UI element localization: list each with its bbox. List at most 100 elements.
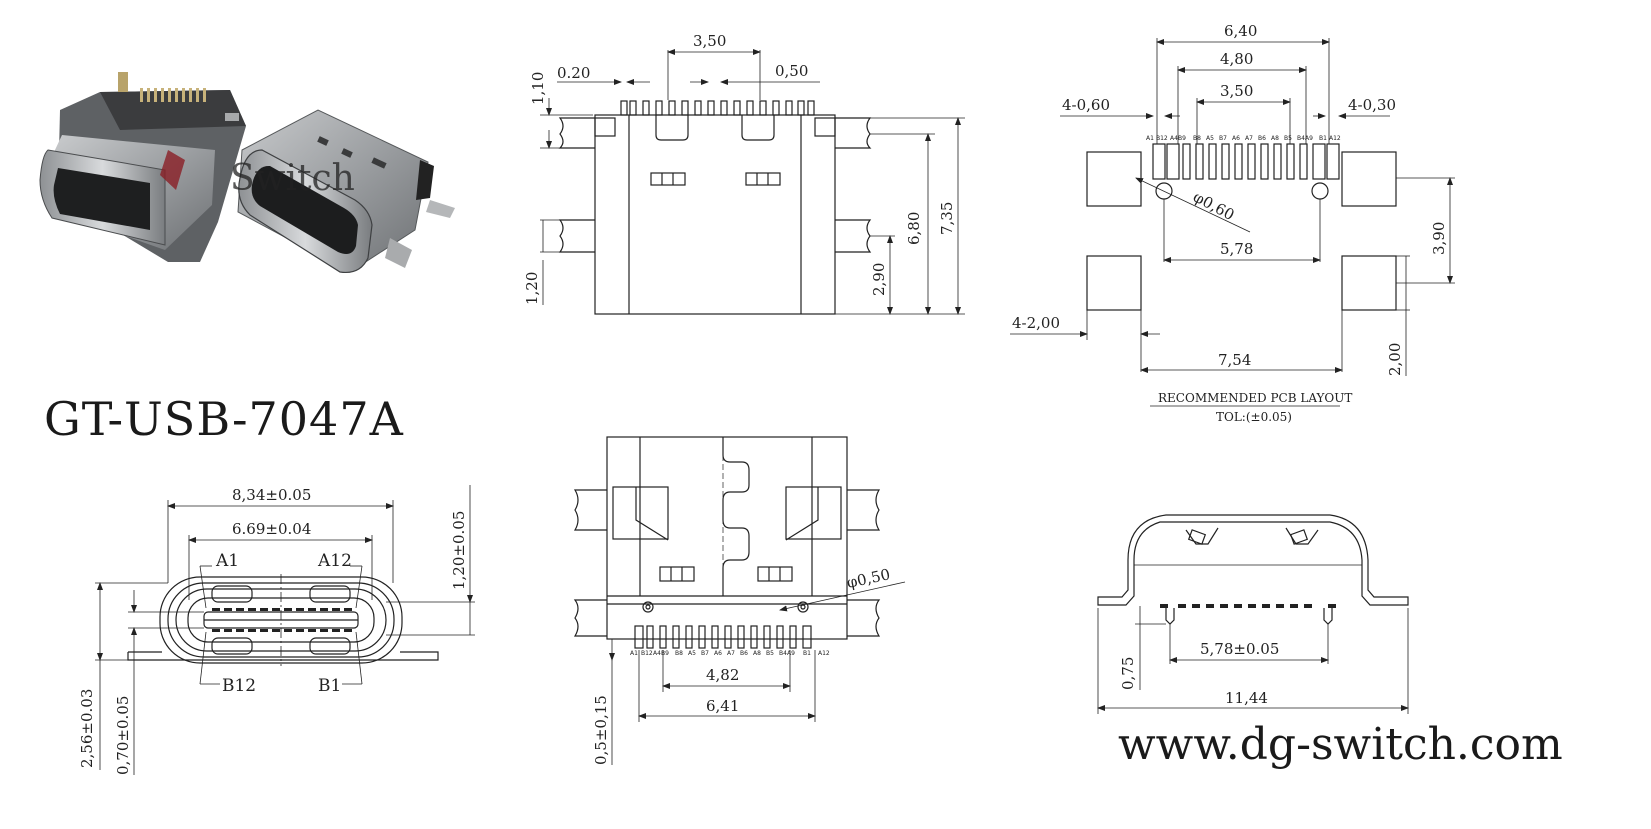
bottom-view — [573, 436, 906, 765]
bottom-pin-label: A8 — [753, 650, 761, 657]
bottom-dim-pin-span-inner: 4,82 — [706, 666, 739, 684]
pcb-dim-hole-dia: φ0,60 — [1190, 188, 1237, 225]
pcb-dim-pad-large: 4-2,00 — [1012, 314, 1060, 332]
photo-watermark: Switch — [230, 158, 355, 199]
pcb-pad-tl — [1086, 151, 1142, 207]
bottom-pin-label: A5 — [688, 650, 696, 657]
bottom-pin-label: A4 — [653, 650, 661, 657]
dim-pin-width: 0.20 — [557, 64, 590, 82]
dim-height-total: 7,35 — [938, 202, 956, 235]
pcb-pin-label: A9 — [1305, 135, 1313, 142]
pcb-pin-label: B12 — [1156, 135, 1168, 142]
dim-tab-top: 1,10 — [529, 72, 547, 105]
bottom-dim-hole: φ0,50 — [845, 565, 892, 592]
top-view-labels: 3,50 0.20 0,50 1,10 1,20 6,80 7,35 2,90 — [523, 32, 956, 305]
dim-height-inner: 6,80 — [905, 212, 923, 245]
front-dim-total-height: 2,56±0.03 — [78, 689, 96, 768]
front-label-a1: A1 — [215, 551, 239, 571]
side-shell — [1097, 514, 1409, 606]
bottom-pin-label: B1 — [803, 650, 811, 657]
pcb-dim-pad-right: 4-0,30 — [1348, 96, 1396, 114]
pcb-pin-label: B6 — [1258, 135, 1266, 142]
pcb-dim-hole-span: 5,78 — [1220, 240, 1253, 258]
dim-pitch: 0,50 — [775, 62, 808, 80]
front-view-labels: 8,34±0.05 6.69±0.04 1,20±0.05 2,56±0.03 … — [78, 486, 468, 775]
pcb-dim-pad-pitch-v: 3,90 — [1430, 222, 1448, 255]
dim-tab-lower: 1,20 — [523, 272, 541, 305]
dim-pitch-group: 3,50 — [693, 32, 726, 50]
bottom-pin-label: B6 — [740, 650, 748, 657]
product-photo: Switch — [39, 72, 455, 274]
pcb-tolerance: TOL:(±0.05) — [1216, 410, 1292, 424]
bottom-pin-label: A6 — [714, 650, 722, 657]
bottom-pin-label: B5 — [766, 650, 774, 657]
pcb-pad-br — [1341, 255, 1397, 311]
pcb-title: RECOMMENDED PCB LAYOUT — [1158, 391, 1352, 405]
top-view-pins — [620, 100, 815, 116]
bottom-view-pins — [634, 625, 812, 649]
pcb-pin-label: B1 — [1319, 135, 1327, 142]
side-pins — [1160, 604, 1336, 608]
front-label-b12: B12 — [222, 676, 256, 696]
pcb-dim-inner-width: 4,80 — [1220, 50, 1253, 68]
bottom-pin-label: B7 — [701, 650, 709, 657]
dim-lower-tab: 2,90 — [870, 263, 888, 296]
front-label-b1: B1 — [318, 676, 341, 696]
side-dim-height: 0,75 — [1119, 657, 1137, 690]
pcb-signal-pads — [1152, 143, 1340, 180]
bottom-dim-standoff: 0,5±0,15 — [592, 695, 610, 765]
side-view — [1097, 514, 1409, 714]
bottom-view-body — [606, 436, 848, 640]
pcb-pin-labels: A1 B12 A4 B9 B8 A5 B7 A6 A7 B6 A8 B5 B4 … — [1146, 135, 1341, 142]
pcb-dim-pad-span: 7,54 — [1218, 351, 1251, 369]
pcb-pin-label: B7 — [1219, 135, 1227, 142]
front-dim-inner-width: 6.69±0.04 — [232, 520, 311, 538]
pcb-dim-mid-width: 3,50 — [1220, 82, 1253, 100]
front-label-a12: A12 — [317, 551, 352, 571]
pcb-pin-label: A8 — [1271, 135, 1279, 142]
photo-pins — [140, 88, 206, 102]
bottom-pin-label: A9 — [787, 650, 795, 657]
bottom-pin-label: B8 — [675, 650, 683, 657]
website-url[interactable]: www.dg-switch.com — [1118, 719, 1563, 770]
pcb-pin-label: A12 — [1329, 135, 1341, 142]
pcb-dim-pad-left: 4-0,60 — [1062, 96, 1110, 114]
bottom-pin-label: B9 — [661, 650, 669, 657]
side-dim-post-span: 5,78±0.05 — [1200, 640, 1279, 658]
bottom-pin-label: A1 — [630, 650, 638, 657]
pcb-pin-label: A1 — [1146, 135, 1154, 142]
bottom-dim-pin-span-outer: 6,41 — [706, 697, 739, 715]
pcb-pin-label: B9 — [1178, 135, 1186, 142]
bottom-pin-label: B12 — [641, 650, 653, 657]
pcb-pin-label: A5 — [1206, 135, 1214, 142]
top-view — [540, 49, 965, 315]
pcb-hole-right — [1311, 182, 1329, 200]
bottom-view-labels: φ0,50 4,82 6,41 0,5±0,15 A1 B12 A4 B9 B8… — [592, 565, 892, 765]
pcb-dim-pad-height: 2,00 — [1386, 343, 1404, 376]
front-dim-outer-width: 8,34±0.05 — [232, 486, 311, 504]
bottom-pin-label: A12 — [818, 650, 830, 657]
front-dim-height-top: 1,20±0.05 — [450, 511, 468, 590]
bottom-pin-label: A7 — [727, 650, 735, 657]
bottom-pin-labels: A1 B12 A4 B9 B8 A5 B7 A6 A7 B6 A8 B5 B4 … — [630, 650, 830, 657]
side-dim-total-length: 11,44 — [1225, 689, 1268, 707]
pcb-pin-label: B5 — [1284, 135, 1292, 142]
part-number: GT-USB-7047A — [44, 392, 404, 446]
front-contacts — [212, 608, 352, 632]
pcb-dim-total-width: 6,40 — [1224, 22, 1257, 40]
pcb-pin-label: A7 — [1245, 135, 1253, 142]
pcb-pad-tr — [1341, 151, 1397, 207]
pcb-labels: 6,40 4,80 3,50 4-0,60 4-0,30 φ0,60 5,78 … — [1012, 22, 1448, 424]
bottom-pin-label: B4 — [779, 650, 787, 657]
pcb-pin-label: B4 — [1297, 135, 1305, 142]
front-dim-tongue: 0,70±0.05 — [114, 696, 132, 775]
top-view-body — [594, 114, 836, 315]
pcb-pin-label: A6 — [1232, 135, 1240, 142]
pcb-layout — [1010, 38, 1455, 407]
pcb-pin-label: A4 — [1170, 135, 1178, 142]
pcb-pad-bl — [1086, 255, 1142, 311]
pcb-pin-label: B8 — [1193, 135, 1201, 142]
front-view — [95, 485, 475, 775]
side-view-labels: 5,78±0.05 0,75 11,44 — [1119, 640, 1279, 707]
